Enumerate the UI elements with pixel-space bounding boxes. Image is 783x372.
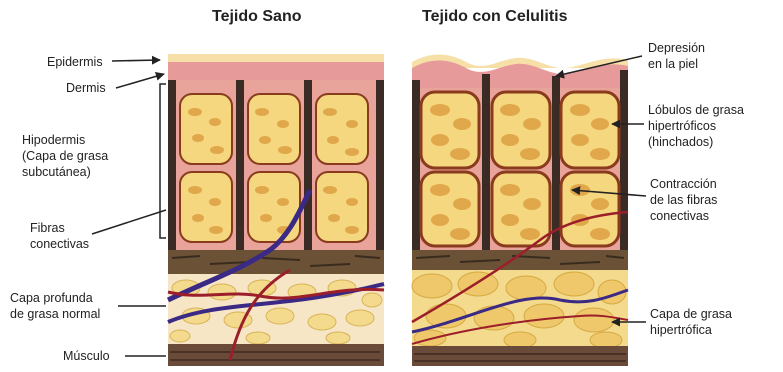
- healthy-fascia: [168, 250, 384, 274]
- hypertrophic-lobule: [561, 172, 619, 246]
- fat-lobule: [248, 172, 300, 242]
- bracket-hypodermis: [160, 84, 166, 238]
- fat-lobule: [248, 94, 300, 164]
- healthy-epidermis: [168, 54, 384, 62]
- hypertrophic-lobule: [421, 172, 479, 246]
- septum: [552, 76, 560, 250]
- cellulite-muscle: [412, 346, 628, 366]
- arrow-fibers: [92, 210, 166, 234]
- septum: [376, 80, 384, 250]
- septum: [620, 70, 628, 250]
- arrow-epidermis: [112, 60, 160, 61]
- healthy-muscle: [168, 344, 384, 366]
- septum: [304, 80, 312, 250]
- fat-lobule: [180, 172, 232, 242]
- hypertrophic-lobule: [561, 92, 619, 168]
- septum: [236, 80, 244, 250]
- healthy-dermis: [168, 62, 384, 80]
- septum: [168, 80, 176, 250]
- septum: [482, 74, 490, 250]
- fat-lobule: [316, 94, 368, 164]
- cellulite-tissue-panel: [412, 55, 628, 367]
- healthy-tissue-panel: [168, 54, 384, 366]
- fat-lobule: [180, 94, 232, 164]
- septum: [412, 80, 420, 250]
- fat-lobule: [316, 172, 368, 242]
- arrow-dermis: [116, 74, 164, 88]
- hypertrophic-lobule: [421, 92, 479, 168]
